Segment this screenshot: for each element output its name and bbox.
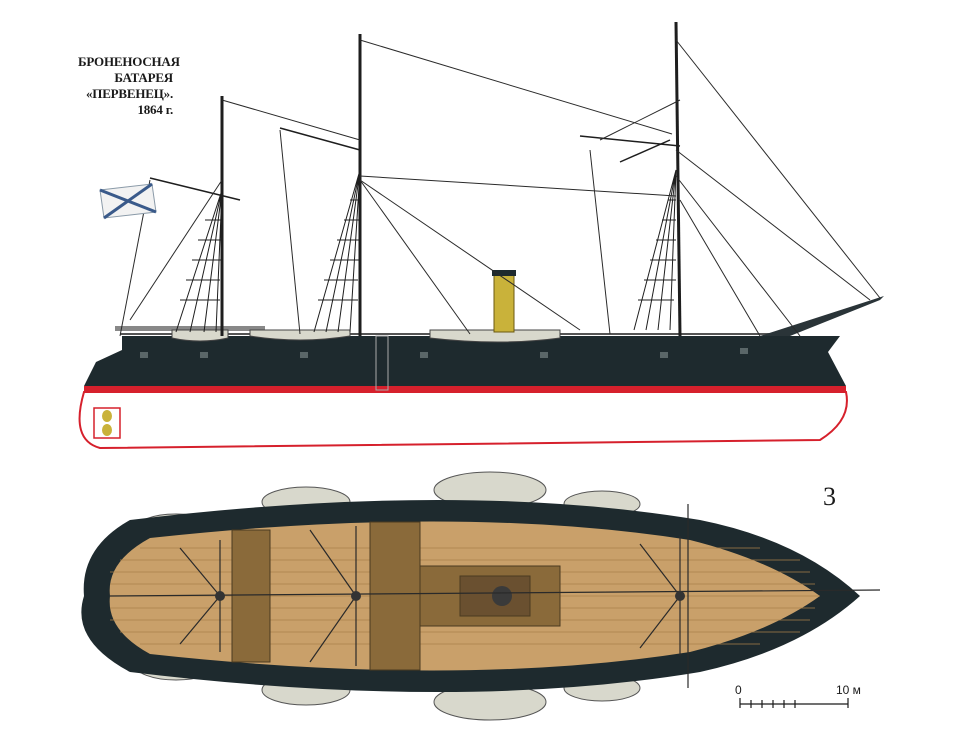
scale-bar: [739, 698, 849, 708]
scale-end-label: 10 м: [836, 683, 861, 697]
caption-line-1: БРОНЕНОСНАЯ: [78, 54, 180, 69]
scale-start-label: 0: [735, 683, 742, 697]
caption-line-4: 1864 г.: [137, 102, 173, 117]
waterline-stripe: [84, 386, 846, 393]
plan-view: [81, 471, 881, 721]
underwater-hull: [78, 391, 848, 450]
side-profile: [78, 21, 884, 450]
caption-line-2: БАТАРЕЯ: [114, 70, 173, 85]
hull-side: [84, 336, 846, 386]
ship-caption: БРОНЕНОСНАЯ БАТАРЕЯ «ПЕРВЕНЕЦ». 1864 г.: [78, 54, 180, 118]
figure-number: 3: [823, 482, 836, 511]
caption-line-3: «ПЕРВЕНЕЦ».: [85, 86, 173, 101]
st-andrew-flag: [99, 182, 157, 220]
